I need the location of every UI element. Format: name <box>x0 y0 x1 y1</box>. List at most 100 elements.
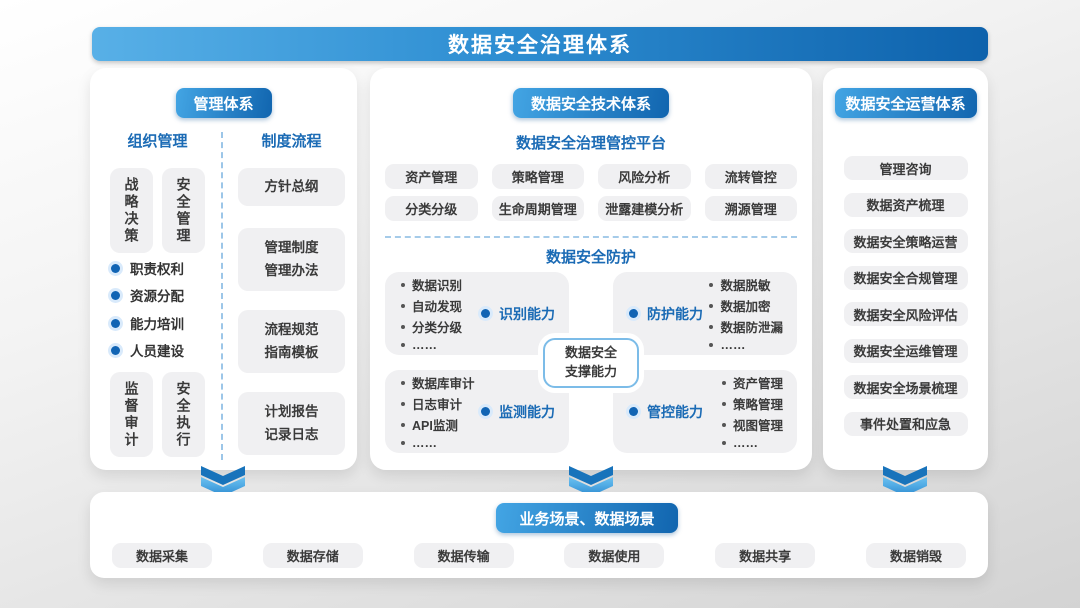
operations-list: 管理咨询 数据资产梳理 数据安全策略运营 数据安全合规管理 数据安全风险评估 数… <box>823 156 988 436</box>
org-bullet: 资源分配 <box>111 286 184 304</box>
operations-item: 数据安全风险评估 <box>843 302 968 326</box>
operations-item: 数据资产梳理 <box>843 192 968 217</box>
capability-label: 管控能力 <box>629 402 703 422</box>
dot-icon <box>721 422 726 427</box>
scenario-item: 数据销毁 <box>865 543 966 568</box>
technical-panel: 数据安全技术体系 数据安全治理管控平台 资产管理 策略管理 风险分析 流转管控 … <box>370 68 812 470</box>
dot-icon <box>401 380 405 385</box>
platform-title: 数据安全治理管控平台 <box>515 135 666 152</box>
capability-item: 自动发现 <box>412 300 463 314</box>
capability-item: 数据防泄漏 <box>720 321 783 335</box>
platform-item: 策略管理 <box>491 164 584 189</box>
capability-grid: 数据识别 自动发现 分类分级 …… 识别能力 防护能力 数据脱敏 <box>385 272 797 453</box>
capability-items: 数据库审计 日志审计 API监测 …… <box>401 373 475 450</box>
capability-name: 识别能力 <box>499 305 555 322</box>
process-item: 方针总纲 <box>238 168 345 206</box>
management-header: 管理体系 <box>175 88 272 118</box>
section-divider <box>385 236 797 238</box>
capability-box-monitor: 数据库审计 日志审计 API监测 …… 监测能力 <box>385 370 569 453</box>
org-top-box: 战略决策 <box>110 168 153 253</box>
scenarios-panel: 业务场景、数据场景 数据采集 数据存储 数据传输 数据使用 数据共享 数据销毁 <box>90 492 988 578</box>
dot-icon <box>721 380 726 385</box>
dot-icon <box>401 282 405 287</box>
platform-item: 溯源管理 <box>704 196 797 221</box>
operations-panel: 数据安全运营体系 管理咨询 数据资产梳理 数据安全策略运营 数据安全合规管理 数… <box>823 68 988 470</box>
capability-name: 监测能力 <box>499 403 555 420</box>
capability-box-control: 管控能力 资产管理 策略管理 视图管理 …… <box>613 370 797 453</box>
operations-item: 数据安全场景梳理 <box>843 375 968 399</box>
capability-item: …… <box>412 436 437 450</box>
process-item: 流程规范 指南模板 <box>238 310 345 373</box>
org-bullet: 职责权利 <box>111 259 184 277</box>
org-bullet-label: 人员建设 <box>130 344 184 359</box>
dot-icon <box>401 422 405 427</box>
dot-icon <box>709 282 714 287</box>
platform-grid: 资产管理 策略管理 风险分析 流转管控 分类分级 生命周期管理 泄露建模分析 溯… <box>385 164 797 221</box>
platform-item: 风险分析 <box>598 164 691 189</box>
scenario-item: 数据共享 <box>715 543 816 568</box>
operations-header: 数据安全运营体系 <box>834 88 977 118</box>
org-bullet-label: 职责权利 <box>130 262 184 277</box>
platform-item: 泄露建模分析 <box>598 196 691 221</box>
protection-title: 数据安全防护 <box>545 249 636 266</box>
operations-item: 数据安全运维管理 <box>843 338 968 363</box>
dot-icon <box>401 343 405 347</box>
process-item: 计划报告 记录日志 <box>238 392 345 455</box>
org-bullet-label: 能力培训 <box>130 317 184 332</box>
capability-name: 防护能力 <box>647 305 703 322</box>
capability-item: 数据脱敏 <box>720 279 771 293</box>
operations-item: 管理咨询 <box>843 156 968 180</box>
scenarios-list: 数据采集 数据存储 数据传输 数据使用 数据共享 数据销毁 <box>112 543 966 568</box>
platform-item: 生命周期管理 <box>491 196 584 221</box>
dot-icon <box>709 303 714 308</box>
process-title: 制度流程 <box>261 133 322 150</box>
capability-items: 数据脱敏 数据加密 数据防泄漏 …… <box>709 275 783 352</box>
dot-icon <box>401 441 405 445</box>
capability-items: 数据识别 自动发现 分类分级 …… <box>401 275 462 352</box>
page-title: 数据安全治理体系 <box>92 27 988 61</box>
platform-item: 分类分级 <box>385 196 478 221</box>
capability-item: 资产管理 <box>732 377 783 391</box>
scenario-item: 数据传输 <box>413 543 514 568</box>
capability-item: 数据识别 <box>412 279 463 293</box>
capability-item: 日志审计 <box>412 398 463 412</box>
technical-header: 数据安全技术体系 <box>512 88 670 118</box>
capability-item: API监测 <box>412 419 458 433</box>
capability-label: 监测能力 <box>481 402 555 422</box>
org-bullet-label: 资源分配 <box>130 289 184 304</box>
dot-icon <box>401 303 405 308</box>
scenario-item: 数据使用 <box>564 543 665 568</box>
scenarios-header: 业务场景、数据场景 <box>496 503 678 533</box>
dot-icon <box>709 324 714 329</box>
ring-dot-icon <box>481 407 490 416</box>
capability-item: …… <box>412 338 437 352</box>
capability-label: 识别能力 <box>481 304 555 324</box>
capability-item: …… <box>720 338 746 352</box>
capability-box-protect: 防护能力 数据脱敏 数据加密 数据防泄漏 …… <box>613 272 797 355</box>
capability-item: 策略管理 <box>732 398 783 412</box>
org-bullet: 能力培训 <box>111 314 184 332</box>
capability-item: 数据加密 <box>720 300 771 314</box>
capability-name: 管控能力 <box>647 403 703 420</box>
operations-item: 数据安全合规管理 <box>843 265 968 290</box>
org-bullet: 人员建设 <box>111 341 184 359</box>
support-capability-box: 数据安全 支撑能力 <box>543 338 639 388</box>
ring-dot-icon <box>111 263 120 273</box>
ring-dot-icon <box>481 309 490 318</box>
dot-icon <box>401 401 405 406</box>
capability-item: 数据库审计 <box>412 377 475 391</box>
dot-icon <box>401 324 405 329</box>
platform-item: 资产管理 <box>385 164 478 189</box>
org-top-box: 安全管理 <box>162 168 205 253</box>
capability-items: 资产管理 策略管理 视图管理 …… <box>721 373 783 450</box>
dot-icon <box>721 441 726 445</box>
management-panel: 管理体系 组织管理 制度流程 战略决策 安全管理 职责权利 资源分配 能力培训 … <box>90 68 357 470</box>
capability-item: 视图管理 <box>732 419 783 433</box>
scenario-item: 数据存储 <box>262 543 363 568</box>
scenario-item: 数据采集 <box>112 543 212 568</box>
platform-item: 流转管控 <box>704 164 797 189</box>
operations-item: 数据安全策略运营 <box>843 229 968 253</box>
org-bottom-box: 监督审计 <box>110 372 153 457</box>
ring-dot-icon <box>629 309 638 318</box>
